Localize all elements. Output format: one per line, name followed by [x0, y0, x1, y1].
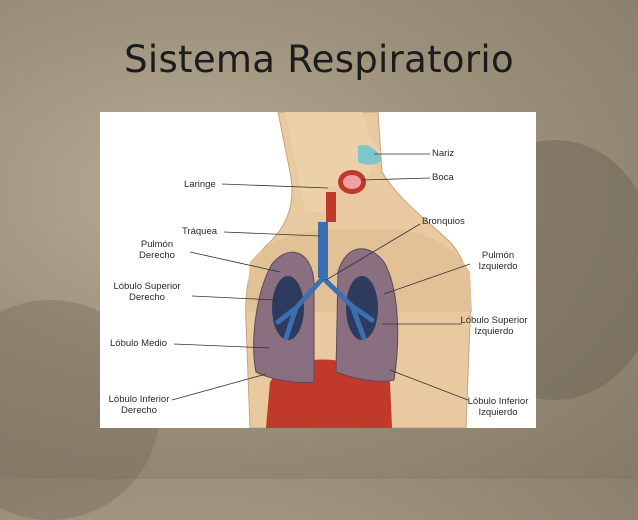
leader-traquea: [223, 231, 321, 237]
label-pulmon-izquierdo-line2: Izquierdo: [478, 261, 518, 272]
label-lobulo-inferior-derecho-line2: Derecho: [121, 405, 157, 416]
leader-lobulo-sup-der: [191, 295, 277, 301]
respiratory-diagram: Nariz Boca Laringe Tráquea Bronquios Pul…: [100, 112, 536, 428]
leader-lobulo-medio: [173, 343, 271, 349]
trachea: [318, 222, 328, 278]
label-pulmon-derecho-line1: Pulmón: [140, 239, 174, 250]
leader-lobulo-inf-izq: [389, 369, 469, 401]
label-pulmon-izquierdo-line1: Pulmón: [481, 250, 515, 261]
larynx: [326, 192, 336, 222]
label-lobulo-inferior-derecho: Lóbulo Inferior Derecho: [104, 394, 174, 416]
label-traquea: Tráquea: [182, 226, 218, 237]
leader-lobulo-inf-der: [171, 373, 267, 401]
right-lung-interior: [272, 276, 304, 340]
label-lobulo-medio: Lóbulo Medio: [110, 338, 168, 349]
label-lobulo-superior-derecho-line2: Derecho: [129, 292, 165, 303]
leader-boca: [361, 177, 431, 181]
label-lobulo-inferior-izquierdo-line2: Izquierdo: [478, 407, 518, 418]
label-lobulo-superior-izquierdo-line1: Lóbulo Superior: [460, 315, 528, 326]
label-boca: Boca: [432, 172, 454, 183]
bronchi: [275, 275, 375, 341]
leader-pulmon-izquierdo: [383, 263, 471, 295]
label-lobulo-superior-izquierdo-line2: Izquierdo: [474, 326, 514, 337]
label-lobulo-superior-derecho: Lóbulo Superior Derecho: [104, 281, 190, 303]
label-lobulo-superior-derecho-line1: Lóbulo Superior: [113, 281, 181, 292]
leader-pulmon-derecho: [189, 251, 281, 273]
label-lobulo-inferior-izquierdo-line1: Lóbulo Inferior: [467, 396, 529, 407]
label-pulmon-derecho: Pulmón Derecho: [120, 239, 194, 261]
nasal-cavity: [358, 144, 382, 165]
label-bronquios: Bronquios: [422, 216, 465, 227]
label-pulmon-derecho-line2: Derecho: [139, 250, 175, 261]
slide-title: Sistema Respiratorio: [124, 38, 514, 81]
label-pulmon-izquierdo: Pulmón Izquierdo: [468, 250, 528, 272]
label-lobulo-inferior-izquierdo: Lóbulo Inferior Izquierdo: [460, 396, 536, 418]
label-laringe: Laringe: [184, 179, 216, 190]
label-lobulo-inferior-derecho-line1: Lóbulo Inferior: [108, 394, 170, 405]
leader-bronquios: [325, 223, 421, 281]
leader-laringe: [221, 183, 329, 189]
left-lung-interior: [346, 276, 378, 340]
mouth-inner: [343, 175, 361, 189]
respiratory-illustration: [171, 112, 472, 428]
label-nariz: Nariz: [432, 148, 455, 159]
label-lobulo-superior-izquierdo: Lóbulo Superior Izquierdo: [452, 315, 536, 337]
